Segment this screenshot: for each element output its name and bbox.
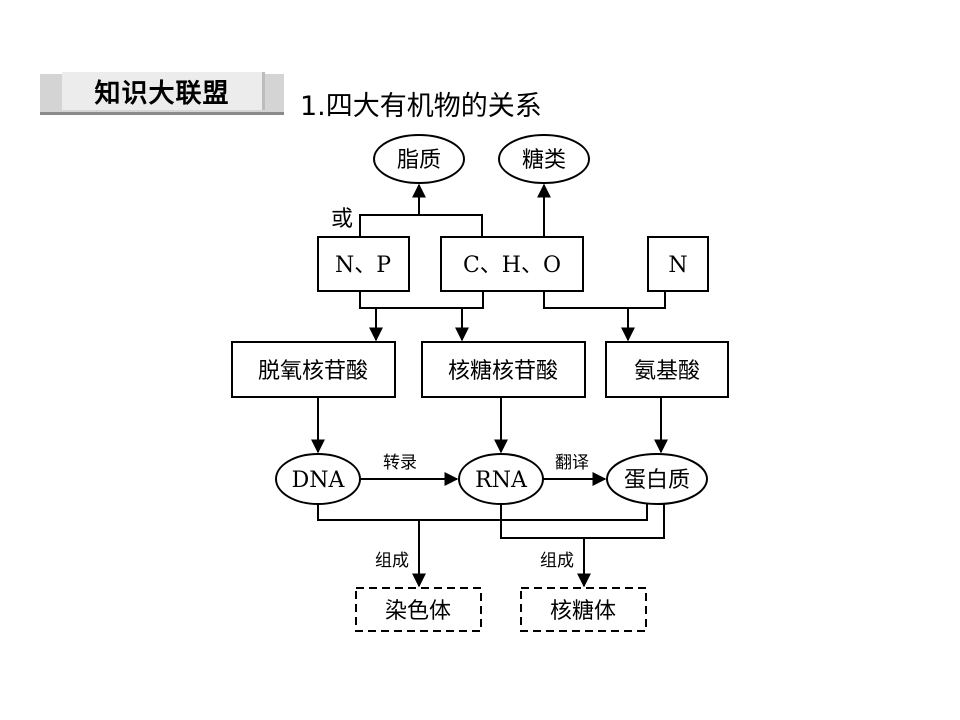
- or-label: 或: [331, 207, 353, 232]
- dna-label: DNA: [292, 468, 346, 493]
- amino-connector: [543, 291, 666, 309]
- protein-node: [606, 453, 708, 505]
- sugar-label: 糖类: [522, 148, 566, 173]
- deoxynucleotide-box: [231, 341, 396, 398]
- lipid-node: [373, 134, 465, 184]
- np-box: [317, 236, 410, 292]
- np-label: N、P: [335, 253, 391, 278]
- ribonucleotide-box: [421, 341, 586, 398]
- section-banner: 知识大联盟: [40, 72, 284, 117]
- rna-label: RNA: [475, 468, 528, 493]
- chromosome-label: 染色体: [385, 599, 451, 624]
- amino-acid-box: [605, 341, 729, 398]
- protein-label: 蛋白质: [624, 468, 690, 493]
- chromosome-connector: [317, 504, 648, 521]
- sugar-node: [498, 134, 590, 184]
- compose-label-left: 组成: [375, 551, 409, 571]
- banner-label: 知识大联盟: [62, 72, 265, 110]
- compose-label-right: 组成: [540, 551, 574, 571]
- cho-label: C、H、O: [463, 253, 561, 278]
- ribonucleotide-label: 核糖核苷酸: [448, 359, 558, 384]
- ribosome-box: [520, 587, 647, 632]
- banner-underline: [40, 112, 284, 115]
- n-label: N: [668, 253, 687, 278]
- transcription-label: 转录: [383, 453, 417, 473]
- n-box: [647, 236, 709, 292]
- ribosome-label: 核糖体: [550, 599, 616, 624]
- nucleotide-connector: [359, 291, 484, 309]
- ribosome-connector: [500, 504, 665, 539]
- amino-acid-label: 氨基酸: [634, 359, 700, 384]
- chromosome-box: [355, 587, 482, 632]
- deoxynucleotide-label: 脱氧核苷酸: [258, 359, 368, 384]
- section-title: 1.四大有机物的关系: [300, 91, 542, 122]
- cho-box: [440, 236, 584, 292]
- translation-label: 翻译: [555, 453, 589, 473]
- lipid-connector: [359, 214, 483, 237]
- lipid-label: 脂质: [397, 148, 441, 173]
